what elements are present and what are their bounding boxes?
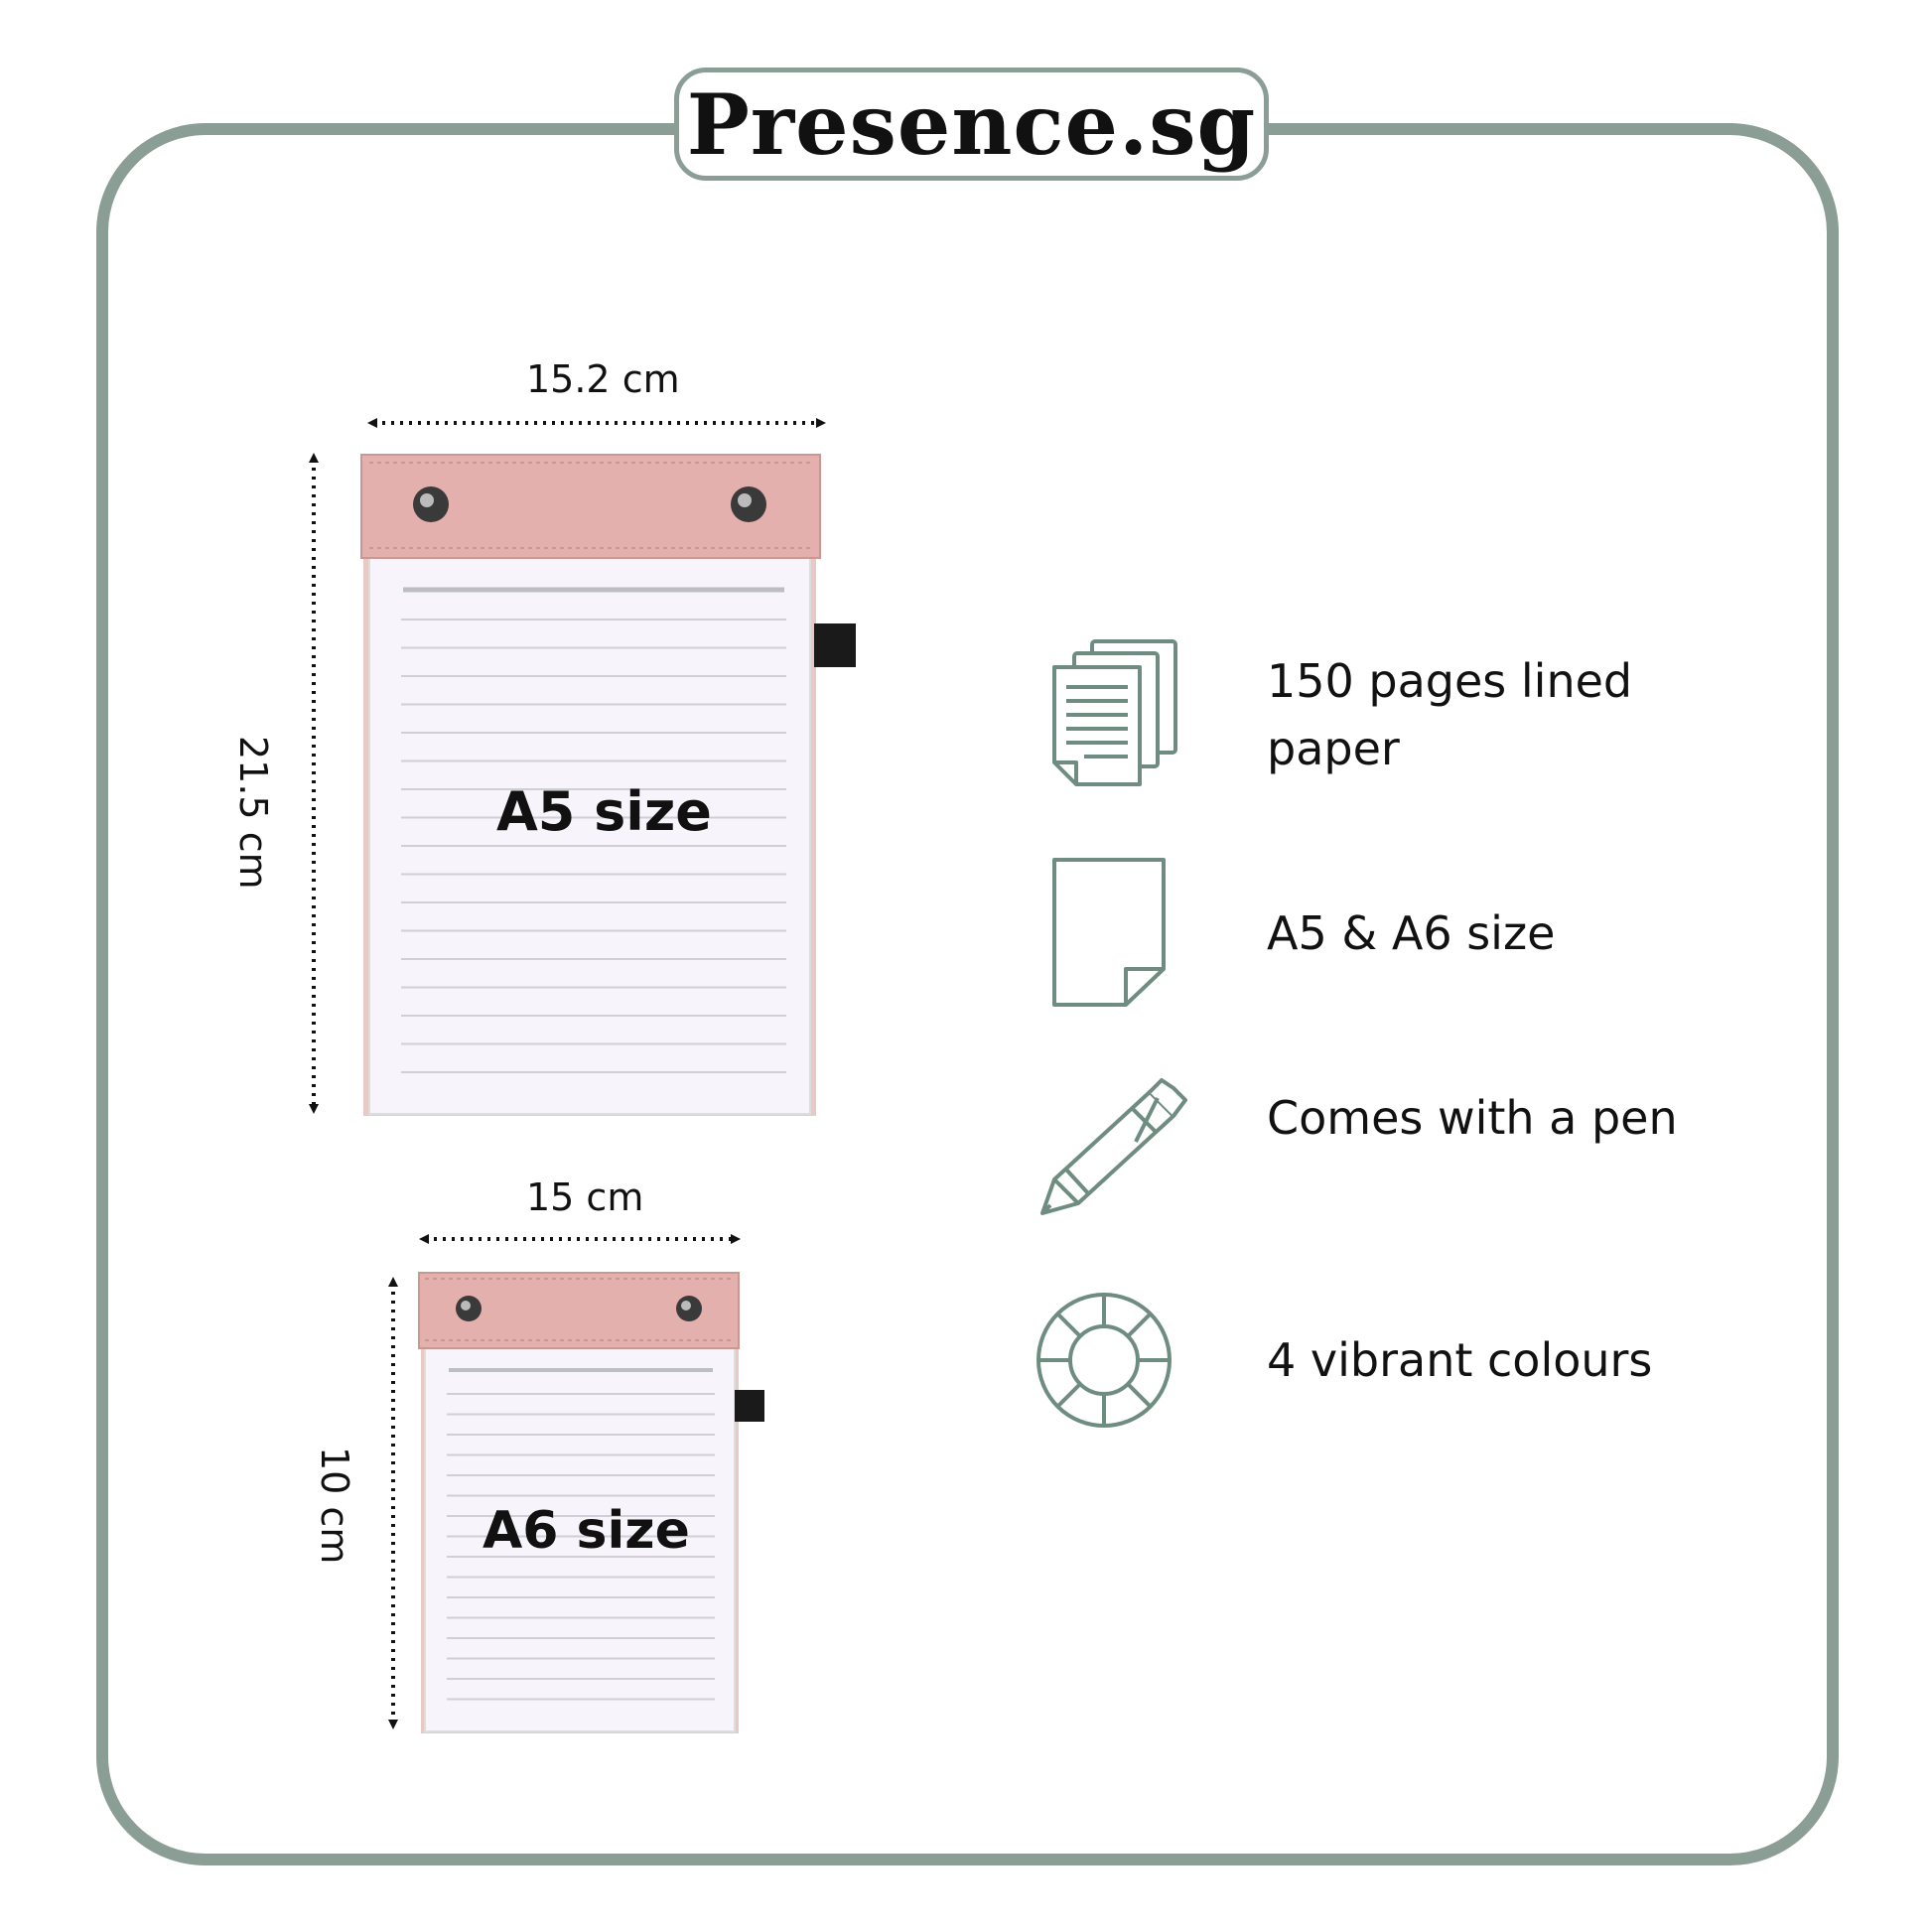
feature-pages-text: 150 pages lined paper bbox=[1267, 654, 1633, 775]
feature-pen-text: Comes with a pen bbox=[1267, 1091, 1678, 1145]
a5-width-label: 15.2 cm bbox=[526, 357, 680, 401]
a5-height-dimension bbox=[309, 453, 319, 1114]
a5-notepad bbox=[360, 454, 856, 1116]
a6-height-label: 10 cm bbox=[313, 1447, 356, 1565]
colour-wheel-icon bbox=[1036, 1293, 1172, 1428]
feature-size-text: A5 & A6 size bbox=[1267, 906, 1556, 960]
a6-width-dimension bbox=[419, 1234, 741, 1244]
a6-width-label: 15 cm bbox=[526, 1175, 644, 1219]
a5-height-label: 21.5 cm bbox=[231, 736, 275, 890]
pen-icon bbox=[1040, 1078, 1187, 1215]
a5-size-label: A5 size bbox=[496, 780, 712, 843]
document-stack-icon bbox=[1052, 639, 1177, 786]
outer-frame bbox=[96, 123, 1839, 1865]
a6-notepad bbox=[418, 1272, 764, 1733]
a5-width-dimension bbox=[367, 418, 826, 428]
page-icon bbox=[1052, 858, 1166, 1007]
feature-colours-text: 4 vibrant colours bbox=[1267, 1333, 1653, 1387]
a6-height-dimension bbox=[388, 1277, 398, 1729]
brand-badge: Presence.sg bbox=[674, 68, 1269, 181]
a6-size-label: A6 size bbox=[483, 1501, 690, 1561]
brand-name: Presence.sg bbox=[686, 74, 1257, 174]
